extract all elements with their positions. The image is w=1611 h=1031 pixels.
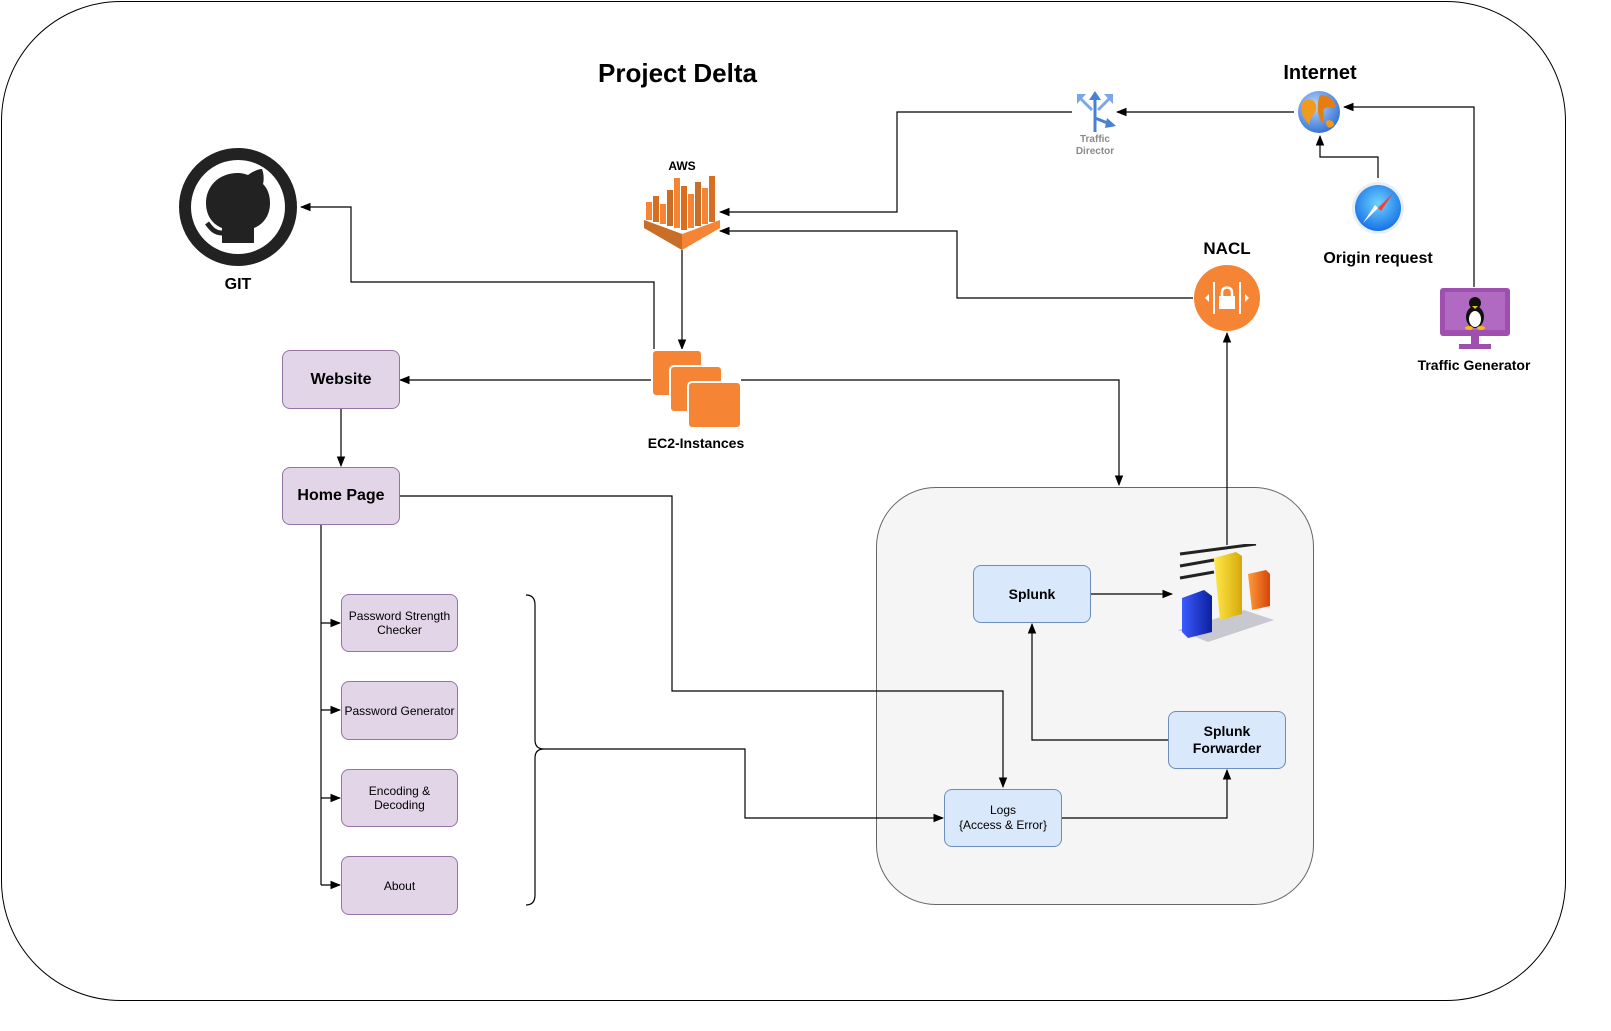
curly-brace xyxy=(525,594,545,906)
bar-chart-icon xyxy=(1178,544,1274,642)
encoding-decoding-node[interactable]: Encoding & Decoding xyxy=(341,769,458,827)
website-node[interactable]: Website xyxy=(282,350,400,409)
password-generator-label: Password Generator xyxy=(344,703,455,718)
edge-ec2-to-git xyxy=(299,202,655,349)
nacl-lock-icon xyxy=(1194,265,1260,331)
ec2-instances-icon xyxy=(651,349,742,429)
edge-home-page-to-logs xyxy=(400,495,1008,789)
traffic-director-label: Traffic Director xyxy=(1075,134,1115,157)
traffic-generator-label: Traffic Generator xyxy=(1417,357,1531,373)
traffic-director-icon xyxy=(1077,91,1116,132)
git-label: GIT xyxy=(224,276,252,293)
encoding-decoding-label: Encoding & Decoding xyxy=(368,784,431,812)
globe-icon xyxy=(1298,91,1340,133)
password-strength-checker-label: Password Strength Checker xyxy=(348,609,451,637)
edge-traffic-generator-to-internet xyxy=(1342,102,1475,287)
home-page-label: Home Page xyxy=(297,487,385,504)
splunk-forwarder-node[interactable]: Splunk Forwarder xyxy=(1168,711,1286,769)
edge-traffic-director-to-aws xyxy=(718,111,1072,217)
github-icon xyxy=(179,148,297,266)
aws-label: AWS xyxy=(668,159,696,173)
nacl-label: NACL xyxy=(1203,239,1251,258)
edge-logs-to-forwarder xyxy=(1062,768,1232,819)
website-label: Website xyxy=(310,370,372,388)
password-generator-node[interactable]: Password Generator xyxy=(341,681,458,740)
logs-label: Logs {Access & Error} xyxy=(958,803,1048,832)
edge-brace-to-logs xyxy=(544,748,945,823)
splunk-label: Splunk xyxy=(1008,586,1056,602)
safari-compass-icon xyxy=(1352,182,1404,234)
ec2-label: EC2-Instances xyxy=(647,435,745,451)
logs-node[interactable]: Logs {Access & Error} xyxy=(944,789,1062,847)
linux-monitor-icon xyxy=(1440,288,1510,349)
password-strength-checker-node[interactable]: Password Strength Checker xyxy=(341,594,458,652)
edge-origin-request-to-internet xyxy=(1315,134,1379,178)
splunk-node[interactable]: Splunk xyxy=(973,565,1091,623)
diagram-frame xyxy=(1,1,1566,1001)
about-node[interactable]: About xyxy=(341,856,458,915)
edge-nacl-to-aws xyxy=(718,226,1193,299)
origin-request-label: Origin request xyxy=(1323,250,1433,267)
aws-logo-icon xyxy=(644,176,720,250)
diagram-title: Project Delta xyxy=(598,58,757,88)
edge-forwarder-to-splunk xyxy=(1027,622,1168,741)
splunk-forwarder-label: Splunk Forwarder xyxy=(1192,723,1262,756)
home-page-node[interactable]: Home Page xyxy=(282,467,400,525)
about-label: About xyxy=(383,878,416,893)
edge-ec2-to-splunk-group xyxy=(741,379,1124,487)
internet-label: Internet xyxy=(1283,62,1357,84)
